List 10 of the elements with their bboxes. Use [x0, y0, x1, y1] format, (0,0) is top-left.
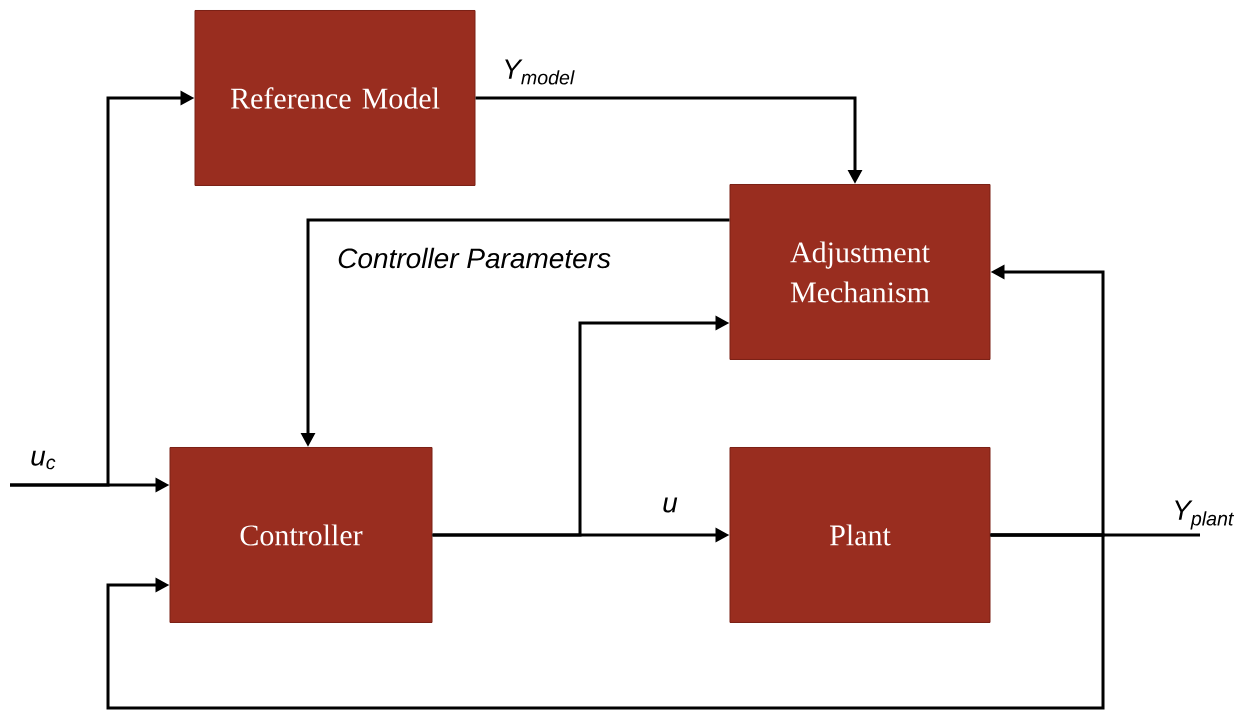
block-box: Controller	[169, 447, 433, 623]
edge-label: u$_{c}$	[31, 450, 56, 470]
edge-label: Y$_{model}$	[505, 59, 575, 85]
block-box: Reference Model	[194, 10, 476, 186]
edge-label: u	[663, 497, 678, 513]
edge-label: Y$_{plant}$	[1175, 500, 1235, 530]
block-box: Plant	[729, 447, 991, 623]
edge-label: Controller Parameters	[338, 247, 611, 269]
arrow	[106, 533, 1105, 710]
block-box: Adjustment Mechanism	[729, 184, 991, 360]
